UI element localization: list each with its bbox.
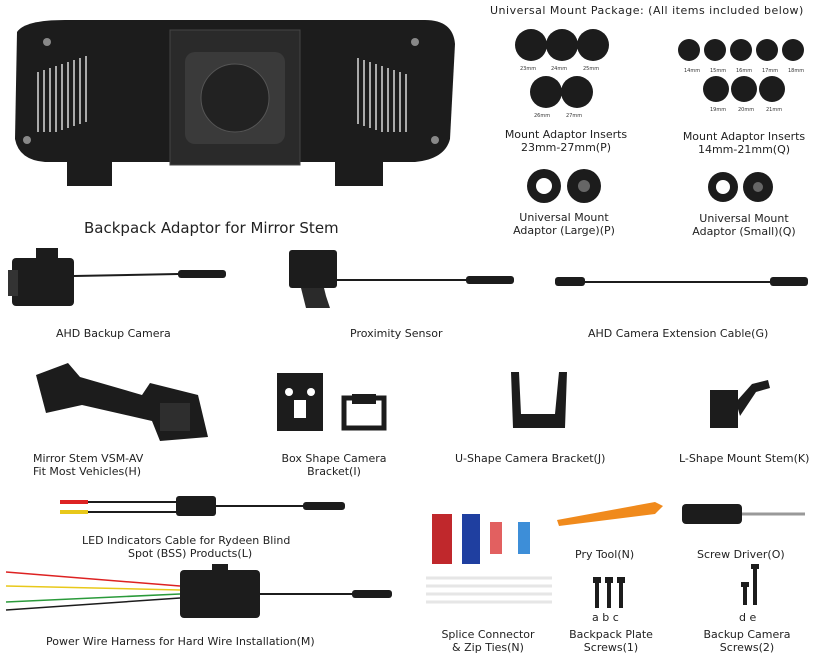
inserts-p-image (515, 29, 609, 108)
inserts-q-label-2: 14mm-21mm(Q) (697, 143, 791, 156)
insert-size-19: 19mm (710, 107, 727, 113)
splice-label-1: Splice Connector (441, 628, 535, 641)
splice-label-2: & Zip Ties(N) (452, 641, 524, 654)
pry-tool-image (557, 502, 663, 526)
proximity-sensor-label: Proximity Sensor (350, 327, 443, 340)
insert-size-25: 25mm (583, 66, 600, 72)
backpack-screws-image (593, 577, 625, 608)
package-header: Universal Mount Package: (All items incl… (490, 4, 804, 17)
backup-screws-label-2: Screws(2) (719, 641, 775, 654)
led-cable-image (60, 496, 345, 516)
insert-size-24: 24mm (551, 66, 568, 72)
insert-size-27: 27mm (566, 113, 583, 119)
adaptor-small-image (708, 172, 773, 202)
ahd-camera-image (8, 248, 226, 306)
inserts-p-label-2: 23mm-27mm(P) (520, 141, 612, 154)
power-harness-image (5, 564, 392, 618)
ahd-camera-label: AHD Backup Camera (56, 327, 171, 340)
insert-size-15: 15mm (710, 68, 727, 74)
box-bracket-label-2: Bracket(I) (307, 465, 361, 478)
inserts-p-label-1: Mount Adaptor Inserts (504, 128, 628, 141)
mirror-stem-label-1: Mirror Stem VSM-AV (33, 452, 144, 465)
u-bracket-label: U-Shape Camera Bracket(J) (455, 452, 606, 465)
adaptor-small-label-1: Universal Mount (699, 212, 789, 225)
screwdriver-label: Screw Driver(O) (697, 548, 785, 561)
adaptor-large-label-2: Adaptor (Large)(P) (513, 224, 615, 237)
led-cable-label-1: LED Indicators Cable for Rydeen Blind (82, 534, 291, 547)
power-harness-label: Power Wire Harness for Hard Wire Install… (46, 635, 315, 648)
box-bracket-image (277, 373, 387, 431)
insert-size-16: 16mm (736, 68, 753, 74)
backup-screws-label-1: Backup Camera (703, 628, 791, 641)
backpack-screws-label-1: Backpack Plate (569, 628, 653, 641)
adaptor-small-label-2: Adaptor (Small)(Q) (692, 225, 796, 238)
insert-size-14: 14mm (684, 68, 701, 74)
insert-size-23: 23mm (520, 66, 537, 72)
backup-screws-letters: d e (739, 611, 757, 624)
mirror-stem-label-2: Fit Most Vehicles(H) (33, 465, 142, 478)
u-bracket-image (511, 372, 567, 428)
extension-cable-image (555, 277, 808, 286)
pry-tool-label: Pry Tool(N) (575, 548, 635, 561)
splice-connector-image (426, 514, 552, 604)
insert-size-17: 17mm (762, 68, 779, 74)
inserts-q-label-1: Mount Adaptor Inserts (682, 130, 806, 143)
backpack-screws-label-2: Screws(1) (583, 641, 639, 654)
insert-size-18: 18mm (788, 68, 805, 74)
adaptor-large-image (527, 169, 601, 203)
backup-screws-image (741, 564, 759, 605)
insert-size-20: 20mm (738, 107, 755, 113)
mirror-stem-image (36, 363, 208, 441)
l-stem-image (710, 380, 770, 428)
box-bracket-label-1: Box Shape Camera (281, 452, 387, 465)
backpack-screws-letters: a b c (592, 611, 619, 624)
insert-size-21: 21mm (766, 107, 783, 113)
l-stem-label: L-Shape Mount Stem(K) (679, 452, 810, 465)
proximity-sensor-image (289, 250, 514, 308)
adaptor-large-label-1: Universal Mount (519, 211, 609, 224)
screwdriver-image (682, 504, 805, 524)
insert-size-26: 26mm (534, 113, 551, 119)
extension-cable-label: AHD Camera Extension Cable(G) (588, 327, 769, 340)
inserts-q-image (678, 39, 804, 102)
backpack-adaptor-label: Backpack Adaptor for Mirror Stem (84, 219, 339, 237)
led-cable-label-2: Spot (BSS) Products(L) (128, 547, 253, 560)
backpack-adaptor-image (15, 20, 455, 186)
